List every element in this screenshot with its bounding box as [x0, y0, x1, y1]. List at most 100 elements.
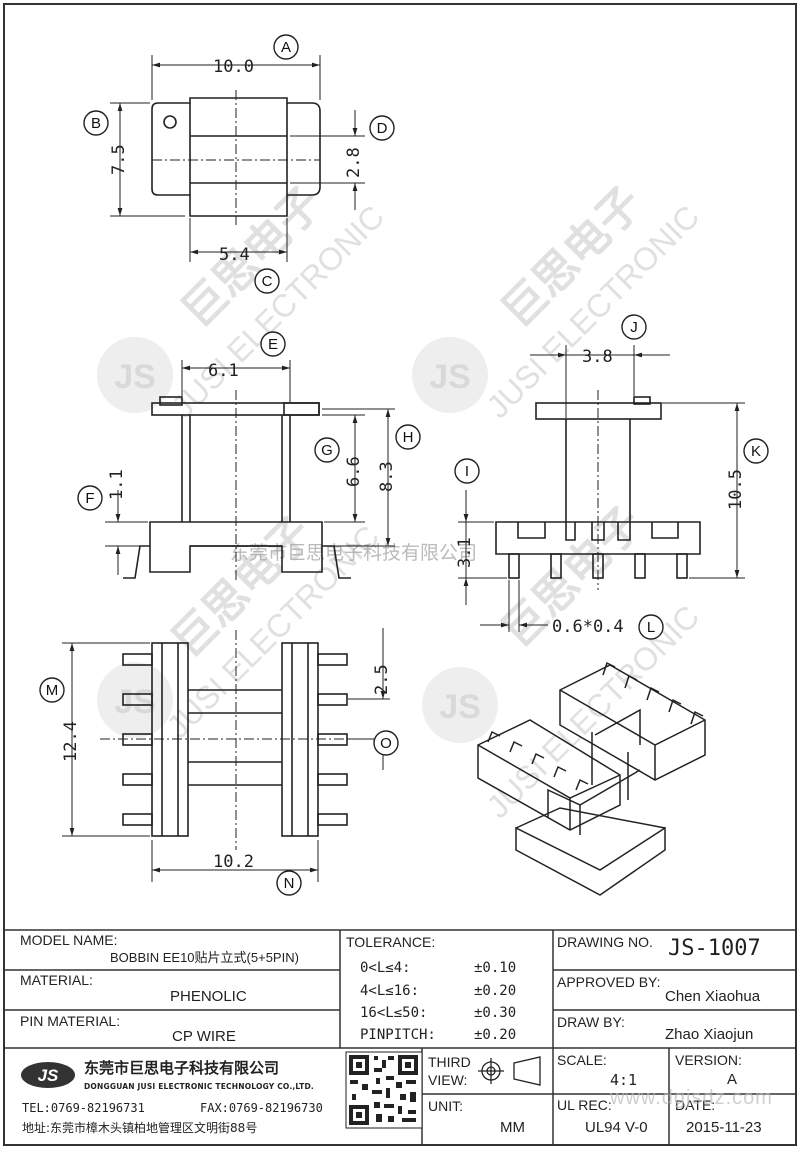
material-value: PHENOLIC: [170, 988, 247, 1005]
third-view-label: THIRD VIEW:: [428, 1054, 471, 1088]
material-label: MATERIAL:: [20, 972, 93, 988]
tolerance-value-1: ±0.10: [474, 960, 517, 976]
qr-code: [345, 1051, 423, 1129]
tolerance-range-3: 16<L≤50:: [360, 1005, 428, 1021]
svg-text:JS: JS: [38, 1066, 59, 1085]
ul-rec-value: UL94 V-0: [585, 1119, 648, 1136]
tolerance-range-1: 0<L≤4:: [360, 960, 411, 976]
dim-h-value: 8.3: [377, 461, 397, 492]
dim-l-value: 0.6*0.4: [552, 617, 624, 637]
dim-c-value: 5.4: [219, 245, 250, 265]
tolerance-range-4: PINPITCH:: [360, 1027, 436, 1043]
dimension-labels: A B D C E G H F J K I L M O N: [39, 34, 769, 896]
label-l: L: [638, 614, 664, 640]
draw-by-value: Zhao Xiaojun: [665, 1026, 754, 1043]
label-c: C: [254, 268, 280, 294]
label-n: N: [276, 870, 302, 896]
svg-text:I: I: [465, 463, 469, 480]
svg-text:H: H: [403, 429, 414, 446]
label-m: M: [39, 677, 65, 703]
dim-i-value: 3.1: [455, 537, 475, 568]
company-address: 地址:东莞市樟木头镇柏地管理区文明街88号: [22, 1121, 258, 1135]
svg-text:O: O: [380, 735, 392, 752]
scale-value: 4:1: [610, 1071, 638, 1089]
svg-text:JS: JS: [429, 358, 471, 396]
draw-by-label: DRAW BY:: [557, 1014, 625, 1030]
svg-text:C: C: [262, 273, 273, 290]
tolerance-label: TOLERANCE:: [346, 934, 436, 950]
svg-text:K: K: [751, 443, 761, 460]
scale-label: SCALE:: [557, 1052, 607, 1068]
dim-m-value: 12.4: [61, 721, 81, 762]
label-d: D: [369, 115, 395, 141]
site-watermark: www.dgjsdz.com: [610, 1087, 773, 1109]
svg-text:E: E: [268, 336, 278, 353]
version-value: A: [727, 1071, 738, 1088]
approved-by-label: APPROVED BY:: [557, 974, 661, 990]
svg-text:J: J: [630, 319, 638, 336]
version-label: VERSION:: [675, 1052, 742, 1068]
label-b: B: [83, 110, 109, 136]
dim-a-value: 10.0: [213, 57, 254, 77]
drawing-frame: [3, 3, 797, 1146]
model-name-value: BOBBIN EE10贴片立式(5+5PIN): [110, 950, 299, 965]
svg-text:JS: JS: [114, 358, 156, 396]
company-fax: FAX:0769-82196730: [200, 1101, 323, 1115]
tolerance-value-4: ±0.20: [474, 1027, 517, 1043]
tolerance-value-2: ±0.20: [474, 983, 517, 999]
dim-j-value: 3.8: [582, 347, 613, 367]
label-o: O: [373, 730, 399, 756]
dim-f-value: 1.1: [107, 469, 127, 500]
svg-text:B: B: [91, 115, 101, 132]
dim-k-value: 10.5: [726, 469, 746, 510]
dim-n-value: 10.2: [213, 852, 254, 872]
tolerance-range-2: 4<L≤16:: [360, 983, 420, 999]
drawing-no-label: DRAWING NO.: [557, 934, 653, 950]
unit-label: UNIT:: [428, 1098, 463, 1114]
date-value: 2015-11-23: [686, 1119, 762, 1136]
dim-b-value: 7.5: [109, 144, 129, 175]
bottom-view: [62, 628, 390, 882]
watermark-logo: JS: [97, 662, 173, 738]
dim-d-value: 2.8: [344, 147, 364, 178]
svg-text:L: L: [647, 619, 655, 636]
svg-text:JS: JS: [439, 688, 481, 726]
side-view: [458, 345, 745, 632]
company-logo: JS: [21, 1062, 75, 1088]
label-a: A: [273, 34, 299, 60]
top-view: [110, 55, 365, 262]
dim-e-value: 6.1: [208, 361, 239, 381]
label-g: G: [314, 437, 340, 463]
svg-text:D: D: [377, 120, 388, 137]
date-label: DATE:: [675, 1097, 716, 1113]
watermark-logo: JS: [422, 667, 498, 743]
approved-by-value: Chen Xiaohua: [665, 988, 761, 1005]
dimension-values: 10.0 7.5 2.8 5.4 6.1 6.6 8.3 1.1 3.8 10.…: [61, 57, 746, 872]
label-h: H: [395, 424, 421, 450]
dim-o-value: 2.5: [372, 664, 392, 695]
svg-text:F: F: [85, 490, 94, 507]
svg-text:N: N: [284, 875, 295, 892]
pin-material-value: CP WIRE: [172, 1028, 236, 1045]
drawing-no-value: JS-1007: [668, 936, 761, 961]
label-f: F: [77, 485, 103, 511]
model-name-label: MODEL NAME:: [20, 932, 118, 948]
tolerance-value-3: ±0.30: [474, 1005, 517, 1021]
front-view: [105, 360, 395, 580]
pin-material-label: PIN MATERIAL:: [20, 1013, 121, 1029]
svg-text:M: M: [46, 682, 59, 699]
technical-drawing: JS JS JS JS JUSI ELECTRONIC JUSI ELECTRO…: [39, 34, 769, 896]
company-name-en: DONGGUAN JUSI ELECTRONIC TECHNOLOGY CO.,…: [84, 1082, 314, 1091]
svg-text:G: G: [321, 442, 333, 459]
unit-value: MM: [500, 1119, 525, 1136]
label-j: J: [621, 314, 647, 340]
svg-text:JS: JS: [114, 683, 156, 721]
watermark-company: 东莞市巨思电子科技有限公司: [230, 542, 477, 564]
label-e: E: [260, 331, 286, 357]
watermark-logo: JS: [412, 337, 488, 413]
dim-g-value: 6.6: [344, 456, 364, 487]
label-k: K: [743, 438, 769, 464]
company-name-cn: 东莞市巨思电子科技有限公司: [84, 1059, 280, 1077]
bottom-pins-right: [317, 653, 348, 826]
